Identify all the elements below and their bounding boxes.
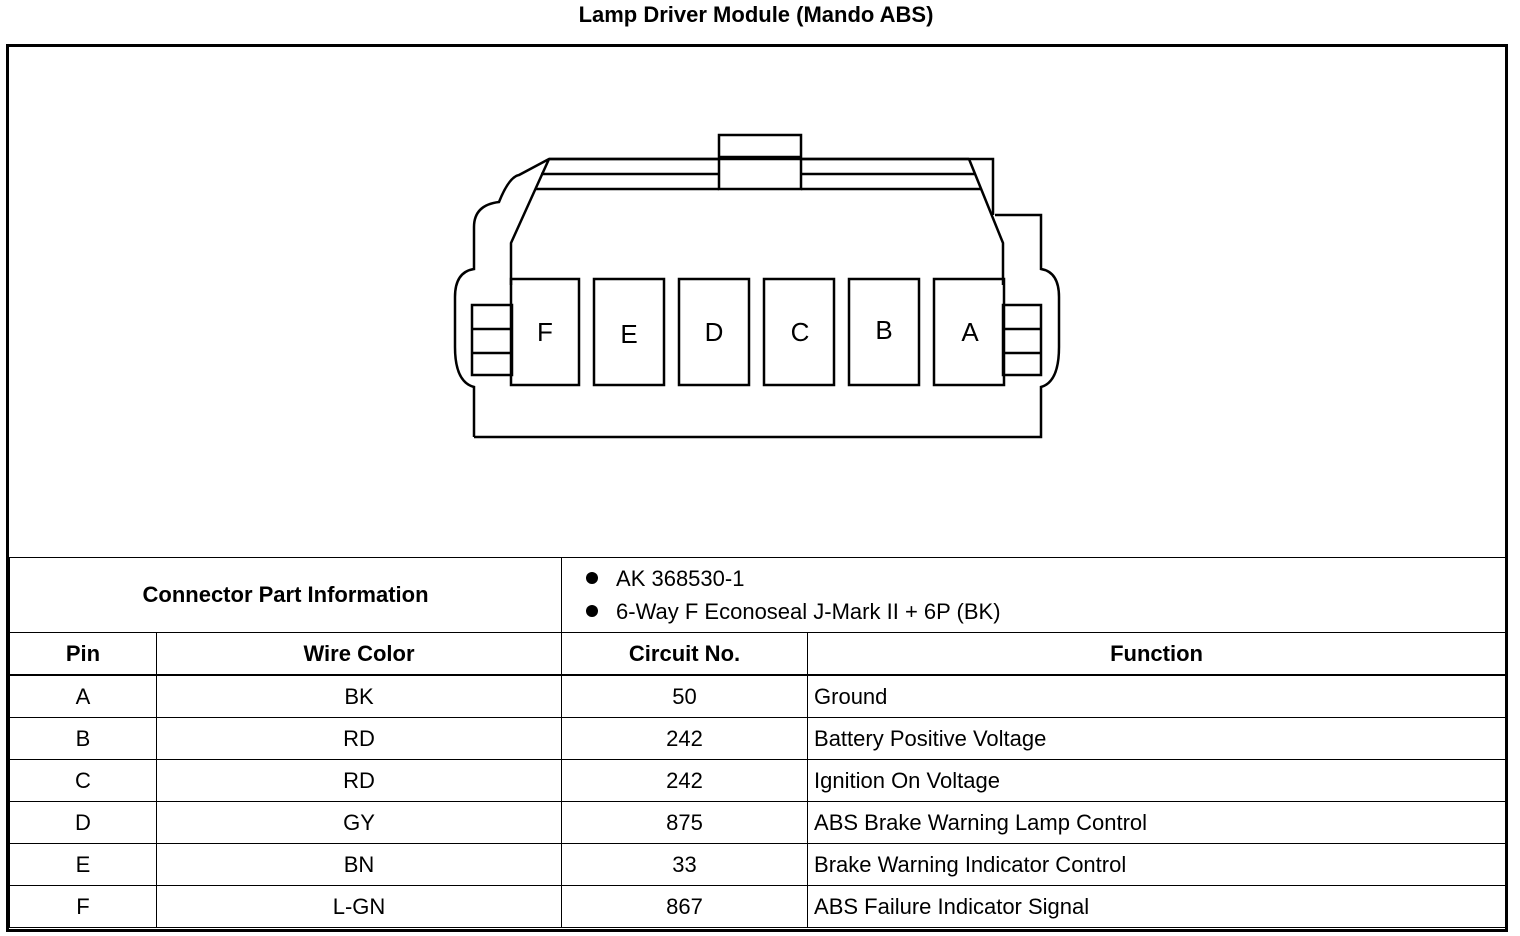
bullet-icon — [586, 572, 599, 584]
table-row: C RD 242 Ignition On Voltage — [9, 759, 1507, 802]
connector-housing-outline — [453, 157, 1061, 439]
pin-cavity-d — [677, 277, 751, 387]
pin-cavity-a — [932, 277, 1006, 387]
function-cell: Battery Positive Voltage — [807, 717, 1507, 760]
wire-color-cell: RD — [155, 759, 563, 802]
pin-label-f: F — [537, 317, 553, 347]
connector-drawing: F E D C B A — [453, 133, 1061, 439]
part-info-item: AK 368530-1 — [586, 562, 1505, 595]
function-cell: Ignition On Voltage — [807, 759, 1507, 802]
connector-frame: F E D C B A Connector Part Information A… — [6, 44, 1508, 932]
circuit-cell: 50 — [561, 674, 809, 718]
pin-cell: B — [9, 717, 157, 760]
function-cell: Ground — [807, 674, 1507, 718]
wire-color-cell: GY — [155, 801, 563, 844]
pin-cavity-e — [592, 277, 666, 387]
left-side-clip — [470, 303, 514, 377]
circuit-cell: 33 — [561, 843, 809, 886]
table-header-row: Pin Wire Color Circuit No. Function — [9, 632, 1507, 676]
wire-color-cell: BN — [155, 843, 563, 886]
bullet-icon — [586, 605, 599, 617]
pin-cavity-f — [509, 277, 581, 387]
circuit-cell: 242 — [561, 717, 809, 760]
connector-latch — [717, 133, 803, 191]
wire-color-cell: BK — [155, 674, 563, 718]
table-row: F L-GN 867 ABS Failure Indicator Signal — [9, 885, 1507, 928]
circuit-cell: 867 — [561, 885, 809, 928]
pin-cell: D — [9, 801, 157, 844]
function-cell: Brake Warning Indicator Control — [807, 843, 1507, 886]
pin-label-c: C — [791, 317, 810, 347]
right-side-clip — [1001, 303, 1043, 377]
pin-label-d: D — [705, 317, 724, 347]
header-wire-color: Wire Color — [155, 632, 563, 676]
circuit-cell: 875 — [561, 801, 809, 844]
pin-cell: A — [9, 674, 157, 718]
header-function: Function — [807, 632, 1507, 676]
connector-inner-body — [509, 158, 1005, 285]
function-cell: ABS Failure Indicator Signal — [807, 885, 1507, 928]
connector-part-info-list: AK 368530-1 6-Way F Econoseal J-Mark II … — [561, 557, 1507, 633]
table-row: B RD 242 Battery Positive Voltage — [9, 717, 1507, 760]
pin-label-b: B — [875, 315, 892, 345]
pin-label-a: A — [961, 317, 979, 347]
wire-color-cell: L-GN — [155, 885, 563, 928]
pin-cell: C — [9, 759, 157, 802]
connector-part-info-label: Connector Part Information — [8, 557, 563, 633]
pin-cell: E — [9, 843, 157, 886]
pin-cell: F — [9, 885, 157, 928]
pinout-table: Connector Part Information AK 368530-1 6… — [8, 557, 1507, 928]
circuit-cell: 242 — [561, 759, 809, 802]
table-row: A BK 50 Ground — [9, 674, 1507, 718]
page-title: Lamp Driver Module (Mando ABS) — [578, 2, 934, 27]
table-row: D GY 875 ABS Brake Warning Lamp Control — [9, 801, 1507, 844]
connector-part-info-row: Connector Part Information AK 368530-1 6… — [8, 557, 1507, 633]
header-pin: Pin — [9, 632, 157, 676]
function-cell: ABS Brake Warning Lamp Control — [807, 801, 1507, 844]
connector-diagram: F E D C B A — [9, 47, 1505, 557]
pin-cavity-c — [762, 277, 836, 387]
pin-cavity-b — [847, 277, 921, 387]
table-row: E BN 33 Brake Warning Indicator Control — [9, 843, 1507, 886]
wire-color-cell: RD — [155, 717, 563, 760]
header-circuit-no: Circuit No. — [561, 632, 809, 676]
part-info-item: 6-Way F Econoseal J-Mark II + 6P (BK) — [586, 595, 1505, 628]
pin-label-e: E — [620, 319, 637, 349]
